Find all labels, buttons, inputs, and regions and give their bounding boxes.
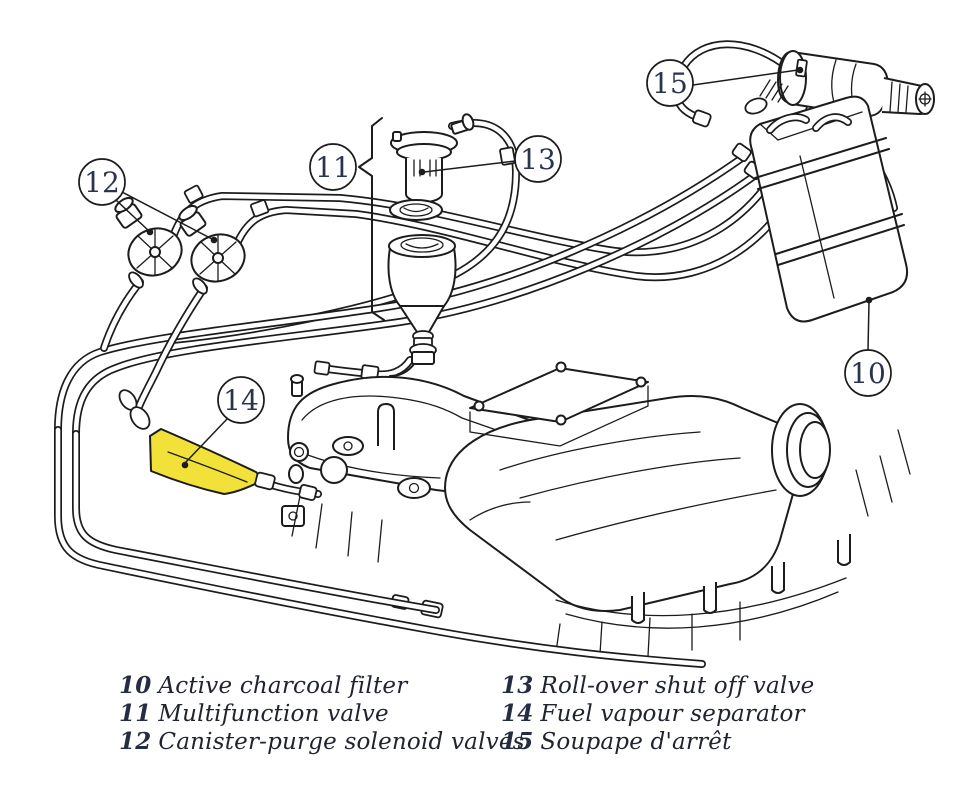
rollover-valve xyxy=(390,113,475,203)
callout-11-number: 11 xyxy=(315,151,351,184)
separator-body xyxy=(149,428,264,495)
legend-item-10: 10 Active charcoal filter xyxy=(119,672,525,700)
callout-10-number: 10 xyxy=(850,357,886,390)
legend-item-13: 13 Roll-over shut off valve xyxy=(501,672,814,700)
hose-clamp xyxy=(250,199,270,218)
bracket-11 xyxy=(358,117,385,321)
plenum-top-plate xyxy=(469,367,649,423)
hoses-behind xyxy=(58,44,894,434)
multifunction-valve-assembly xyxy=(358,113,475,377)
hose-clamp xyxy=(499,146,516,166)
canister-top-fittings xyxy=(766,113,852,134)
legend-label: Multifunction valve xyxy=(158,701,389,727)
legend-label: Soupape d'arrêt xyxy=(540,729,732,755)
callout-14-number: 14 xyxy=(223,384,259,417)
callout-10: 10 xyxy=(844,349,892,397)
legend-left-column: 10 Active charcoal filter 11 Multifuncti… xyxy=(119,672,525,756)
callout-13: 13 xyxy=(514,135,562,183)
charcoal-canister xyxy=(731,95,909,323)
callout-11: 11 xyxy=(309,143,357,191)
legend-number: 15 xyxy=(501,728,534,755)
callout-12: 12 xyxy=(78,158,126,206)
callout-14: 14 xyxy=(217,376,265,424)
purge-solenoid-valves xyxy=(114,196,246,295)
hose-cap xyxy=(313,360,331,376)
callout-13-number: 13 xyxy=(520,143,556,176)
intake-snout xyxy=(771,403,831,497)
legend-label: Fuel vapour separator xyxy=(540,701,805,727)
shading-strokes xyxy=(291,429,911,657)
callout-leaders xyxy=(115,66,873,469)
legend-number: 10 xyxy=(119,672,152,699)
legend-number: 12 xyxy=(119,728,152,755)
callout-15-number: 15 xyxy=(652,67,688,100)
solenoid-valve-right xyxy=(178,204,246,295)
callout-15: 15 xyxy=(646,59,694,107)
legend-label: Active charcoal filter xyxy=(158,673,408,699)
legend-number: 14 xyxy=(501,700,534,727)
legend-item-11: 11 Multifunction valve xyxy=(119,700,525,728)
solenoid-valve-left xyxy=(114,196,183,289)
legend-right-column: 13 Roll-over shut off valve 14 Fuel vapo… xyxy=(501,672,814,756)
corrugated-hose xyxy=(759,79,789,103)
gasket-ring xyxy=(389,199,443,221)
manifold-studs xyxy=(631,534,851,624)
cover-boss xyxy=(320,456,348,484)
legend-label: Roll-over shut off valve xyxy=(540,673,815,699)
legend-number: 11 xyxy=(119,700,152,727)
hose-clamp xyxy=(183,184,204,204)
legend-item-12: 12 Canister-purge solenoid valves xyxy=(119,728,525,756)
fuel-vapour-separator xyxy=(118,389,318,501)
callout-12-number: 12 xyxy=(84,166,120,199)
legend-item-14: 14 Fuel vapour separator xyxy=(501,700,814,728)
legend-number: 13 xyxy=(501,672,534,699)
engine-manifold xyxy=(281,361,911,657)
legend-item-15: 15 Soupape d'arrêt xyxy=(501,728,814,756)
legend-label: Canister-purge solenoid valves xyxy=(158,729,525,755)
fuel-filter xyxy=(387,234,457,377)
